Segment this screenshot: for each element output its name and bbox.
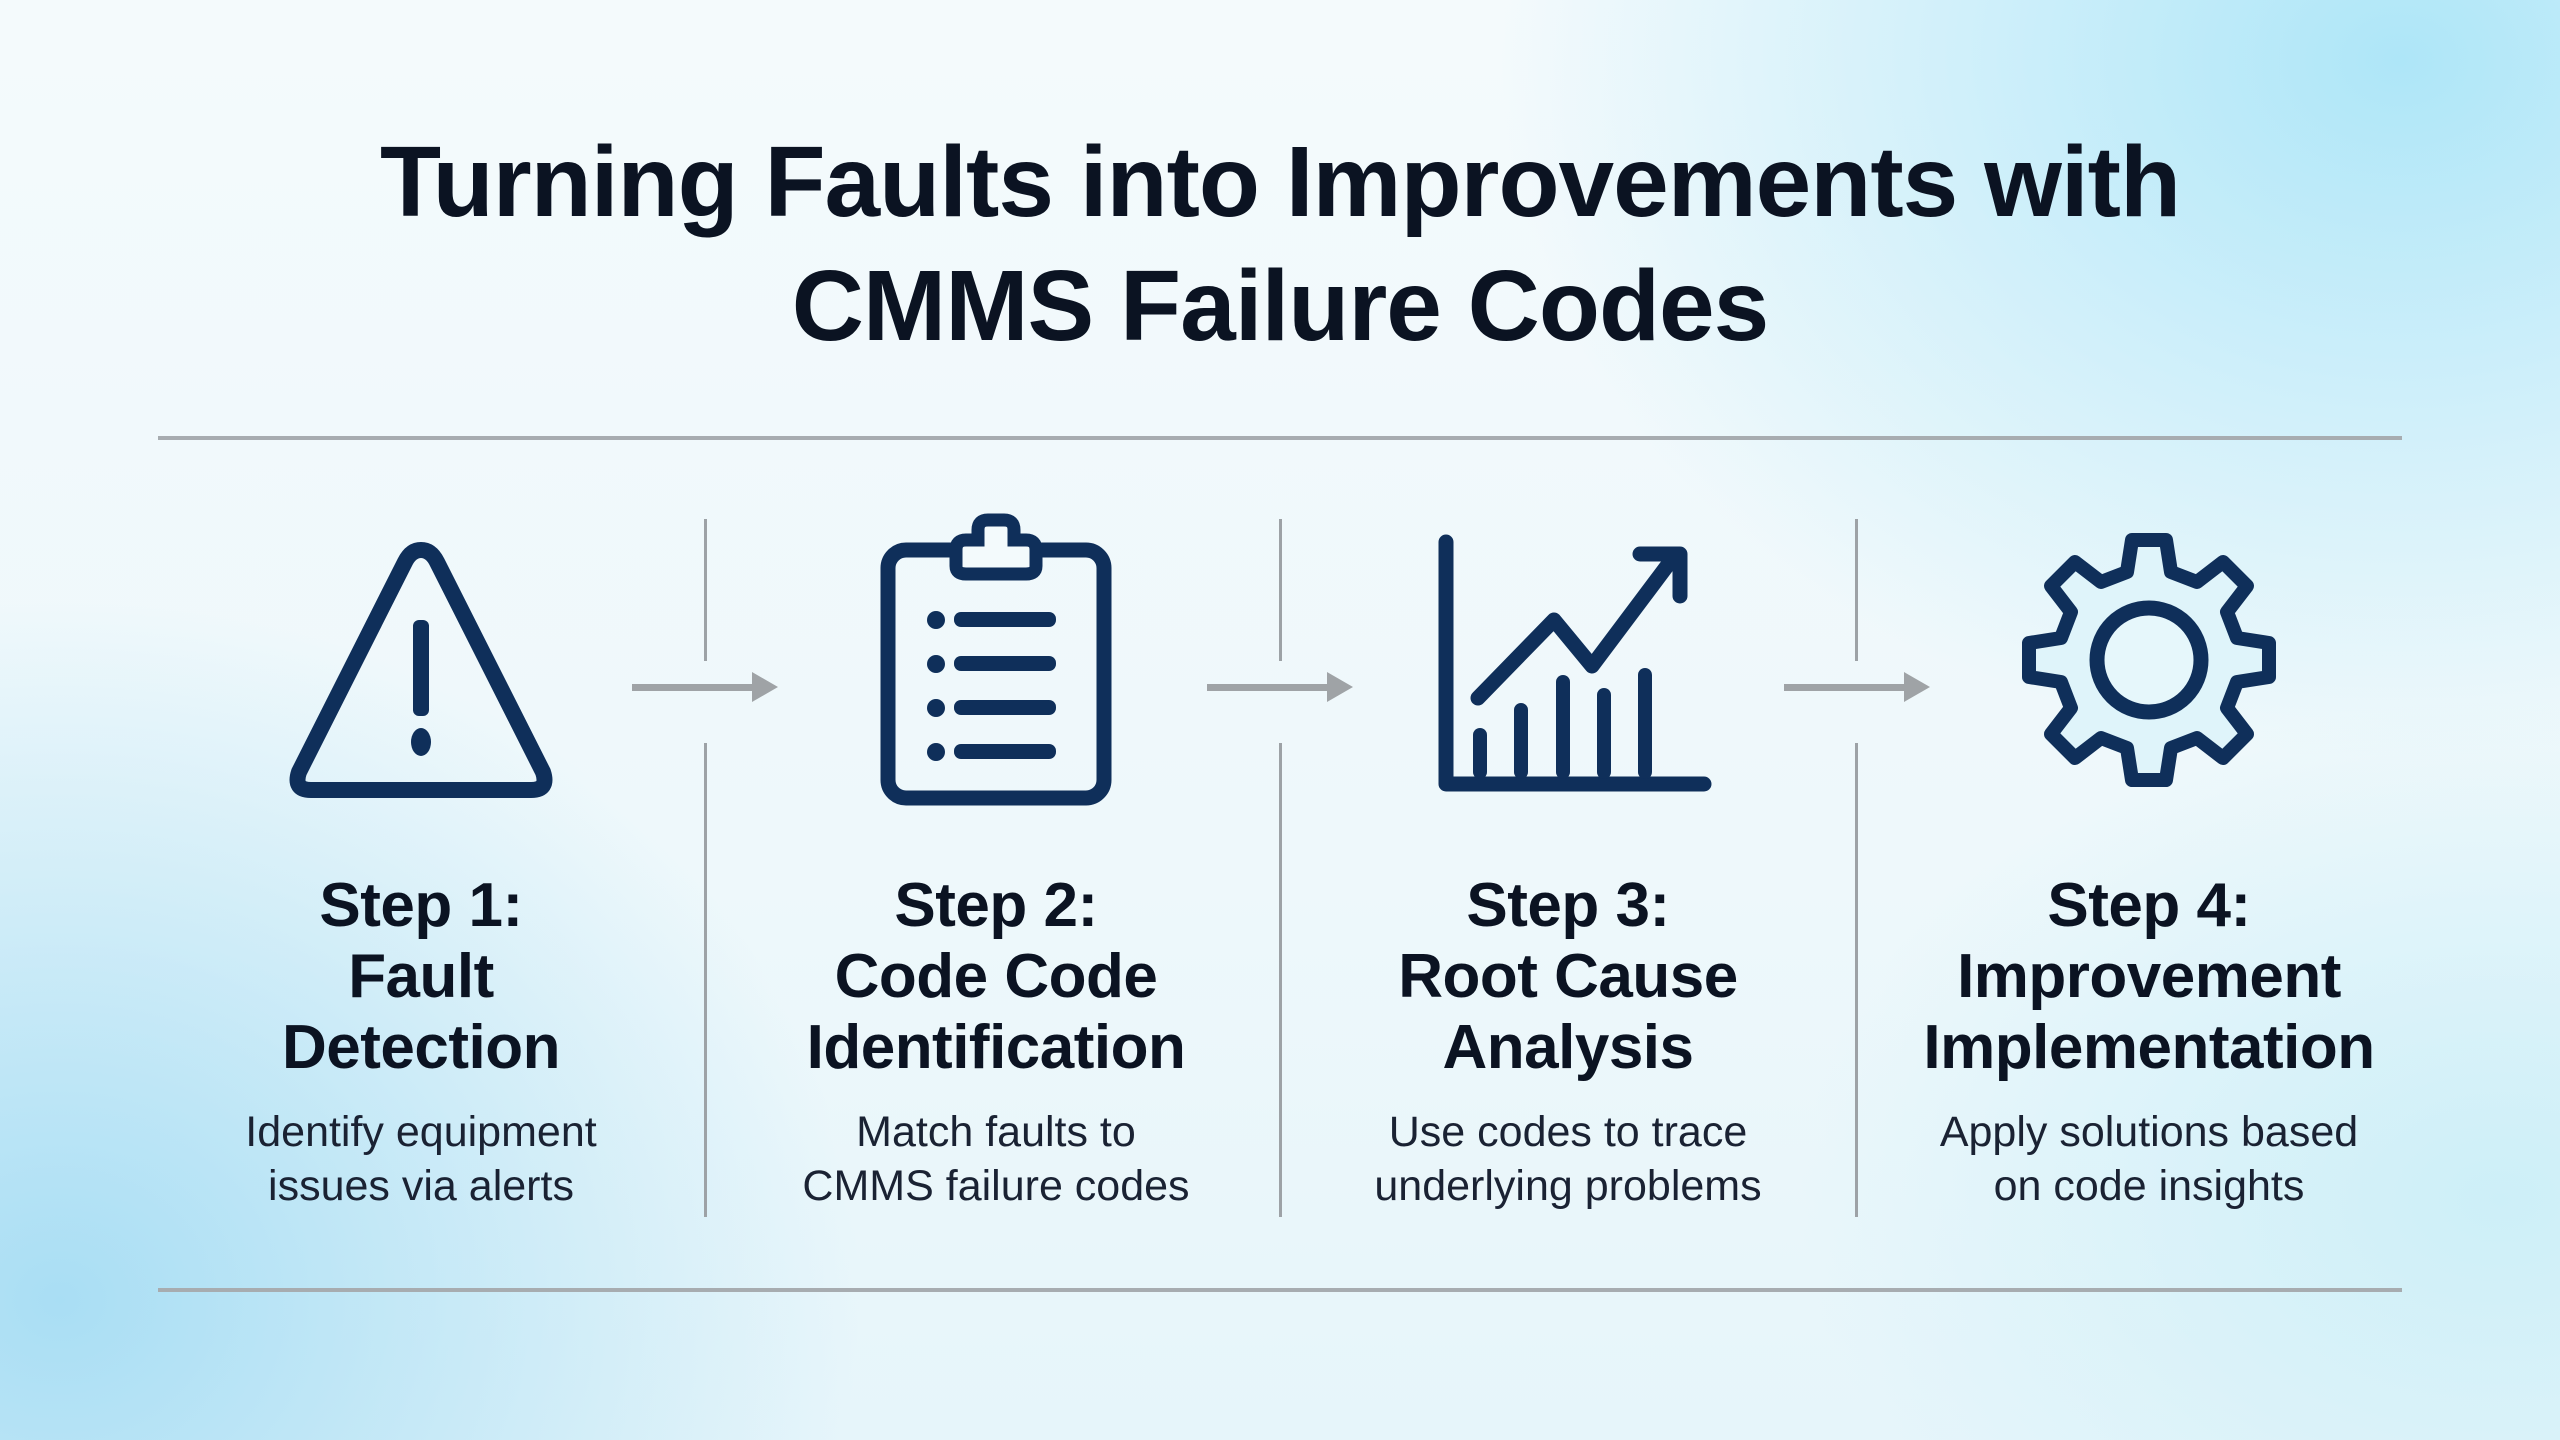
description-line: Identify equipment [245,1108,597,1156]
column-divider [1279,519,1282,661]
column-divider [704,743,707,1217]
step-2-heading: Step 2: Code Code Identification [716,870,1276,1083]
description-line: Match faults to [856,1108,1136,1156]
step-title-line: Detection [282,1013,560,1082]
step-2-description: Match faults to CMMS failure codes [716,1105,1276,1213]
step-3-description: Use codes to trace underlying problems [1288,1105,1848,1213]
page-title: Turning Faults into Improvements with CM… [0,120,2560,368]
step-4-description: Apply solutions based on code insights [1869,1105,2429,1213]
bar-chart-trend-icon [1438,534,1712,792]
step-number: Step 2: [894,871,1098,940]
step-number: Step 1: [319,871,523,940]
step-title-line: Analysis [1442,1013,1694,1082]
clipboard-list-icon [880,513,1112,806]
step-title-line: Fault [348,942,494,1011]
top-divider [158,436,2402,440]
warning-triangle-icon [289,542,553,798]
arrow-right-icon [1207,672,1353,702]
gear-icon [2022,533,2276,787]
description-line: underlying problems [1374,1162,1762,1210]
bottom-divider [158,1288,2402,1292]
step-1-heading: Step 1: Fault Detection [141,870,701,1083]
step-title-line: Implementation [1923,1013,2375,1082]
title-line-2: CMMS Failure Codes [791,250,1770,362]
step-1-description: Identify equipment issues via alerts [141,1105,701,1213]
description-line: Apply solutions based [1939,1108,2359,1156]
step-number: Step 3: [1466,871,1670,940]
description-line: Use codes to trace [1388,1108,1748,1156]
step-3-heading: Step 3: Root Cause Analysis [1288,870,1848,1083]
description-line: on code insights [1993,1162,2305,1210]
step-title-line: Root Cause [1398,942,1738,1011]
column-divider [1855,519,1858,661]
column-divider [1279,743,1282,1217]
step-4-heading: Step 4: Improvement Implementation [1869,870,2429,1083]
column-divider [704,519,707,661]
description-line: issues via alerts [268,1162,574,1210]
arrow-right-icon [632,672,778,702]
step-title-line: Improvement [1957,942,2341,1011]
column-divider [1855,743,1858,1217]
step-title-line: Code Code [834,942,1158,1011]
title-line-1: Turning Faults into Improvements with [379,126,2181,238]
arrow-right-icon [1784,672,1930,702]
step-number: Step 4: [2047,871,2251,940]
step-title-line: Identification [806,1013,1186,1082]
description-line: CMMS failure codes [802,1162,1190,1210]
